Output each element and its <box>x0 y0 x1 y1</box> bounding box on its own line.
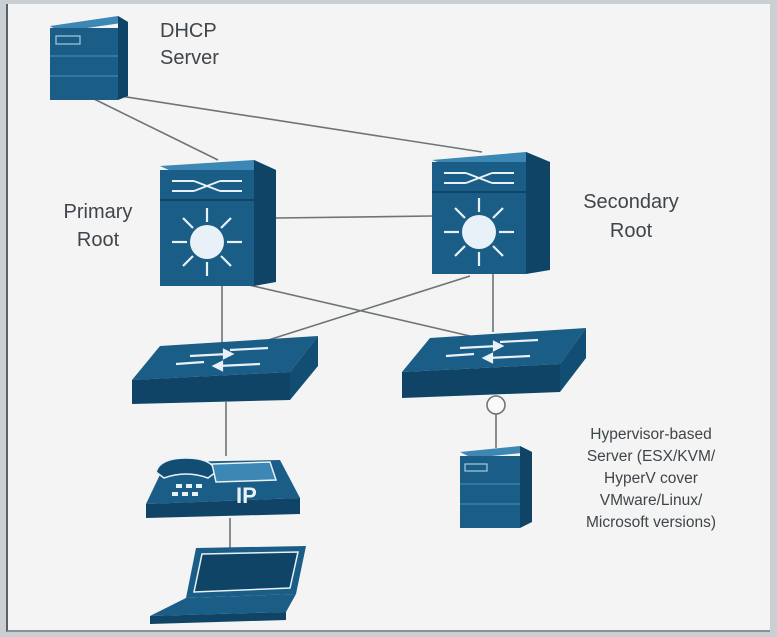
access-switch-left-icon <box>132 336 318 404</box>
dhcp-server-icon <box>50 16 128 100</box>
ip-phone-badge: IP <box>236 483 257 508</box>
laptop-icon <box>150 546 306 624</box>
port-indicator-icon <box>486 395 506 415</box>
secondary-root-switch-icon <box>432 152 550 274</box>
link-primary-secondary <box>275 215 433 219</box>
primary-root-label: Primary Root <box>63 201 133 251</box>
link-primary-switch-right <box>235 281 471 337</box>
ip-phone-icon: IP <box>146 457 300 518</box>
secondary-root-label: Secondary Root <box>583 191 679 242</box>
access-switch-right-icon <box>402 328 586 398</box>
hypervisor-server-label: Hypervisor-based Server (ESX/KVM/ HyperV… <box>585 426 717 531</box>
hypervisor-server-icon <box>460 446 532 528</box>
primary-root-switch-icon <box>160 160 276 286</box>
dhcp-server-label: DHCP Server <box>160 20 219 69</box>
diagram-canvas <box>6 4 770 632</box>
link-secondary-switch-left <box>261 275 471 343</box>
link-dhcp-secondary <box>119 95 483 153</box>
link-dhcp-primary <box>91 97 219 161</box>
links <box>91 95 497 548</box>
